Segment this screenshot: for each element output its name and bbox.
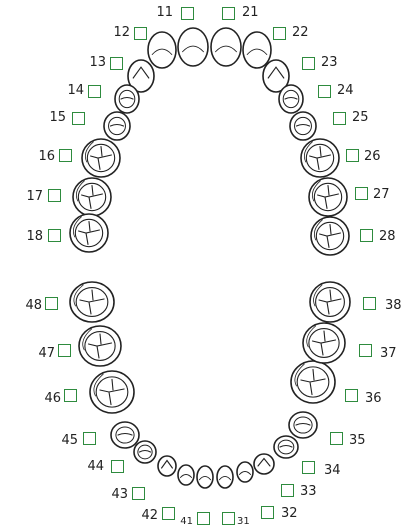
tooth-18 [70, 214, 108, 252]
tooth-number-label: 48 [25, 298, 42, 313]
tooth-12 [148, 32, 176, 68]
tooth-checkbox-13[interactable] [110, 57, 123, 70]
tooth-32 [237, 462, 253, 482]
tooth-checkbox-47[interactable] [58, 344, 71, 357]
tooth-checkbox-31[interactable] [222, 512, 235, 525]
tooth-number-label: 25 [352, 110, 369, 125]
tooth-checkbox-43[interactable] [132, 487, 145, 500]
tooth-number-label: 21 [242, 5, 259, 20]
tooth-number-label: 36 [365, 391, 382, 406]
tooth-number-label: 22 [292, 25, 309, 40]
tooth-15 [104, 112, 130, 140]
tooth-checkbox-27[interactable] [355, 187, 368, 200]
tooth-number-label: 37 [380, 346, 397, 361]
tooth-number-label: 17 [26, 189, 43, 204]
tooth-number-label: 34 [324, 463, 341, 478]
tooth-checkbox-18[interactable] [48, 229, 61, 242]
tooth-21 [211, 28, 241, 66]
tooth-17 [73, 178, 111, 216]
tooth-14 [115, 85, 139, 113]
tooth-checkbox-28[interactable] [360, 229, 373, 242]
tooth-43 [158, 456, 176, 476]
tooth-41 [197, 466, 213, 488]
tooth-checkbox-44[interactable] [111, 460, 124, 473]
tooth-checkbox-48[interactable] [45, 297, 58, 310]
tooth-checkbox-35[interactable] [330, 432, 343, 445]
tooth-36 [291, 361, 335, 403]
tooth-checkbox-37[interactable] [359, 344, 372, 357]
tooth-checkbox-23[interactable] [302, 57, 315, 70]
tooth-33 [254, 454, 274, 474]
tooth-48 [70, 282, 114, 322]
tooth-28 [311, 217, 349, 255]
tooth-number-label: 42 [141, 508, 158, 523]
tooth-checkbox-25[interactable] [333, 112, 346, 125]
tooth-checkbox-46[interactable] [64, 389, 77, 402]
tooth-42 [178, 465, 194, 485]
tooth-24 [279, 85, 303, 113]
tooth-25 [290, 112, 316, 140]
tooth-number-label: 13 [89, 55, 106, 70]
tooth-number-label: 47 [38, 346, 55, 361]
tooth-number-label: 33 [300, 484, 317, 499]
tooth-checkbox-12[interactable] [134, 27, 147, 40]
tooth-checkbox-15[interactable] [72, 112, 85, 125]
tooth-number-label: 28 [379, 229, 396, 244]
tooth-11 [178, 28, 208, 66]
tooth-number-label: 18 [26, 229, 43, 244]
tooth-16 [82, 139, 120, 177]
tooth-checkbox-33[interactable] [281, 484, 294, 497]
tooth-checkbox-14[interactable] [88, 85, 101, 98]
tooth-31 [217, 466, 233, 488]
tooth-checkbox-17[interactable] [48, 189, 61, 202]
tooth-number-label: 32 [281, 506, 298, 521]
tooth-number-label: 45 [61, 433, 78, 448]
tooth-number-label: 12 [113, 25, 130, 40]
tooth-checkbox-34[interactable] [302, 461, 315, 474]
tooth-checkbox-42[interactable] [162, 507, 175, 520]
tooth-checkbox-16[interactable] [59, 149, 72, 162]
tooth-number-label: 43 [111, 487, 128, 502]
tooth-26 [301, 139, 339, 177]
tooth-number-label: 24 [337, 83, 354, 98]
tooth-checkbox-24[interactable] [318, 85, 331, 98]
tooth-checkbox-38[interactable] [363, 297, 376, 310]
tooth-35 [289, 412, 317, 438]
tooth-checkbox-41[interactable] [197, 512, 210, 525]
tooth-27 [309, 178, 347, 216]
tooth-number-label: 31 [237, 514, 250, 529]
tooth-number-label: 23 [321, 55, 338, 70]
tooth-checkbox-26[interactable] [346, 149, 359, 162]
tooth-47 [79, 326, 121, 366]
tooth-number-label: 41 [180, 514, 193, 529]
tooth-number-label: 35 [349, 433, 366, 448]
tooth-checkbox-45[interactable] [83, 432, 96, 445]
tooth-checkbox-22[interactable] [273, 27, 286, 40]
tooth-45 [111, 422, 139, 448]
tooth-number-label: 46 [44, 391, 61, 406]
tooth-checkbox-36[interactable] [345, 389, 358, 402]
tooth-number-label: 15 [49, 110, 66, 125]
tooth-checkbox-32[interactable] [261, 506, 274, 519]
tooth-38 [310, 282, 350, 322]
tooth-number-label: 16 [38, 149, 55, 164]
tooth-37 [303, 323, 345, 363]
tooth-number-label: 14 [67, 83, 84, 98]
tooth-number-label: 27 [373, 187, 390, 202]
tooth-checkbox-21[interactable] [222, 7, 235, 20]
tooth-number-label: 26 [364, 149, 381, 164]
tooth-number-label: 44 [87, 459, 104, 474]
tooth-44 [134, 441, 156, 463]
tooth-checkbox-11[interactable] [181, 7, 194, 20]
tooth-46 [90, 371, 134, 413]
tooth-22 [243, 32, 271, 68]
tooth-number-label: 11 [156, 5, 173, 20]
tooth-34 [274, 436, 298, 458]
tooth-number-label: 38 [385, 298, 402, 313]
